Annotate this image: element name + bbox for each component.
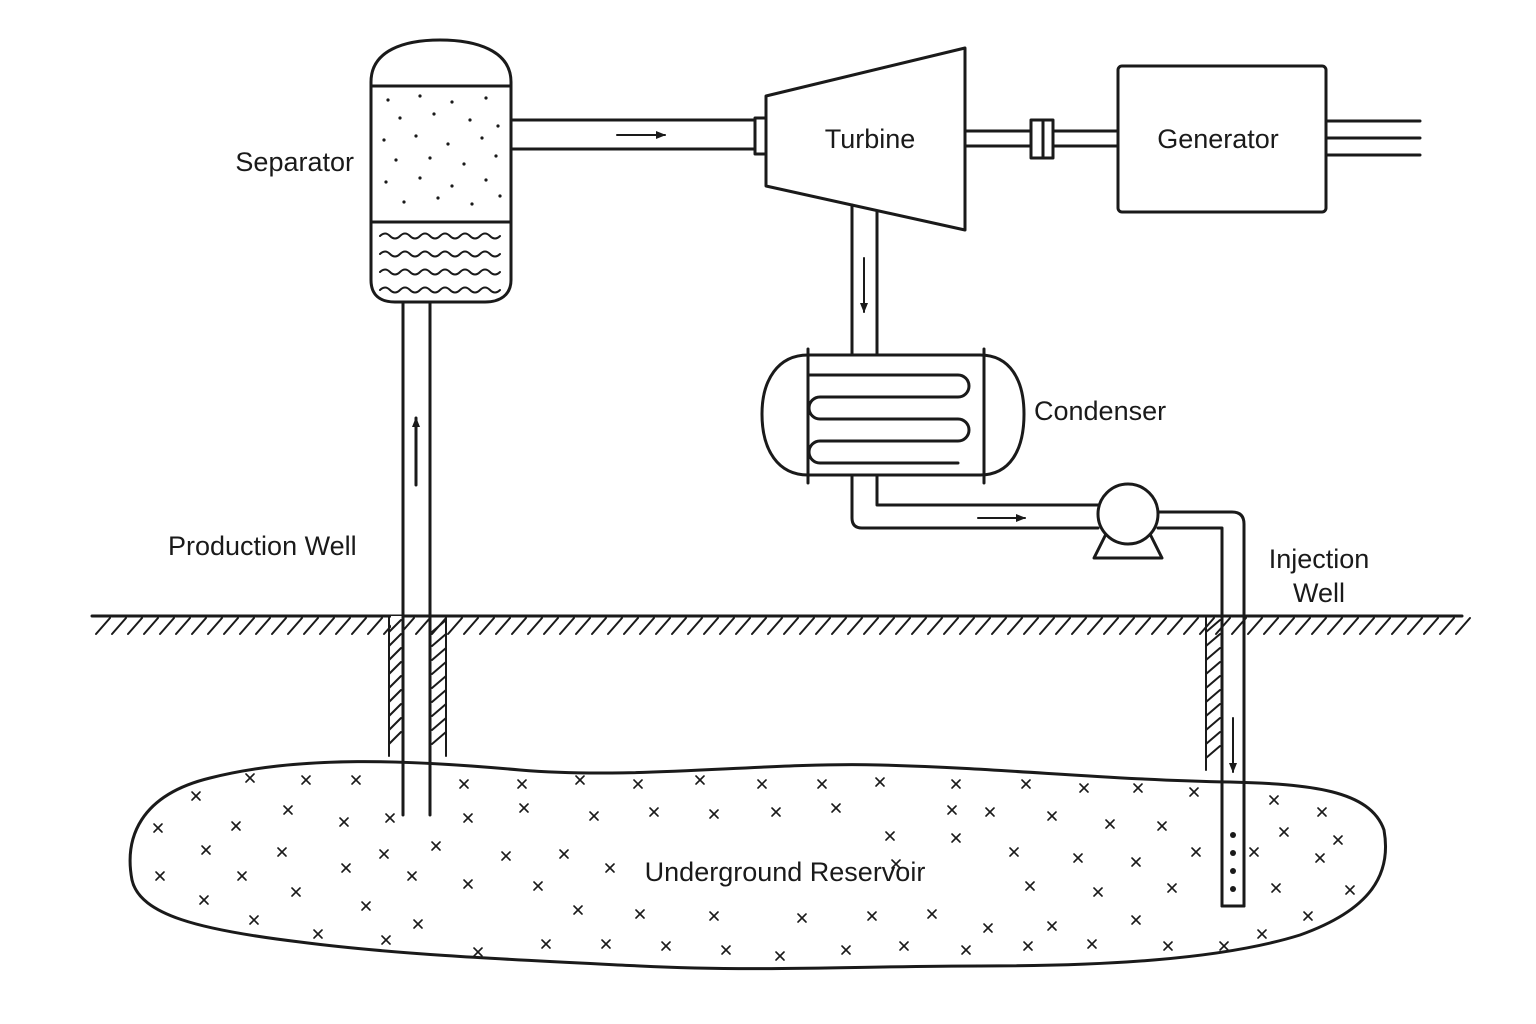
separator-vessel [369, 38, 513, 304]
ground-hatching [95, 617, 1471, 635]
separator-water-waves [379, 232, 501, 294]
injection-well-label-line1: Injection [1269, 544, 1370, 574]
pump [1092, 482, 1164, 560]
production-well [388, 298, 447, 817]
production-well-label: Production Well [168, 531, 357, 561]
reservoir-label: Underground Reservoir [645, 857, 926, 887]
turbine-label: Turbine [825, 124, 916, 154]
condenser-label: Condenser [1034, 396, 1166, 426]
ground-surface [90, 614, 1471, 635]
separator-label: Separator [235, 147, 354, 177]
injection-perforations [1230, 832, 1236, 892]
injection-well [1205, 614, 1246, 908]
reservoir-rock-texture [153, 773, 1355, 961]
injection-well-casing-hatch [1205, 615, 1221, 771]
condensate-pipe [850, 473, 1246, 618]
turbine [764, 46, 967, 232]
steam-pipe [509, 116, 769, 156]
generator-label: Generator [1157, 124, 1279, 154]
exhaust-pipe [850, 203, 879, 357]
production-well-casing-hatch [388, 615, 447, 757]
generator [1116, 64, 1422, 214]
condenser [760, 347, 1026, 485]
underground-reservoir [128, 760, 1387, 971]
separator-steam-dots [382, 94, 502, 206]
injection-well-label-line2: Well [1293, 578, 1345, 608]
shaft-coupling [963, 118, 1120, 160]
condenser-coil [806, 373, 971, 465]
reservoir-outline [128, 760, 1387, 971]
